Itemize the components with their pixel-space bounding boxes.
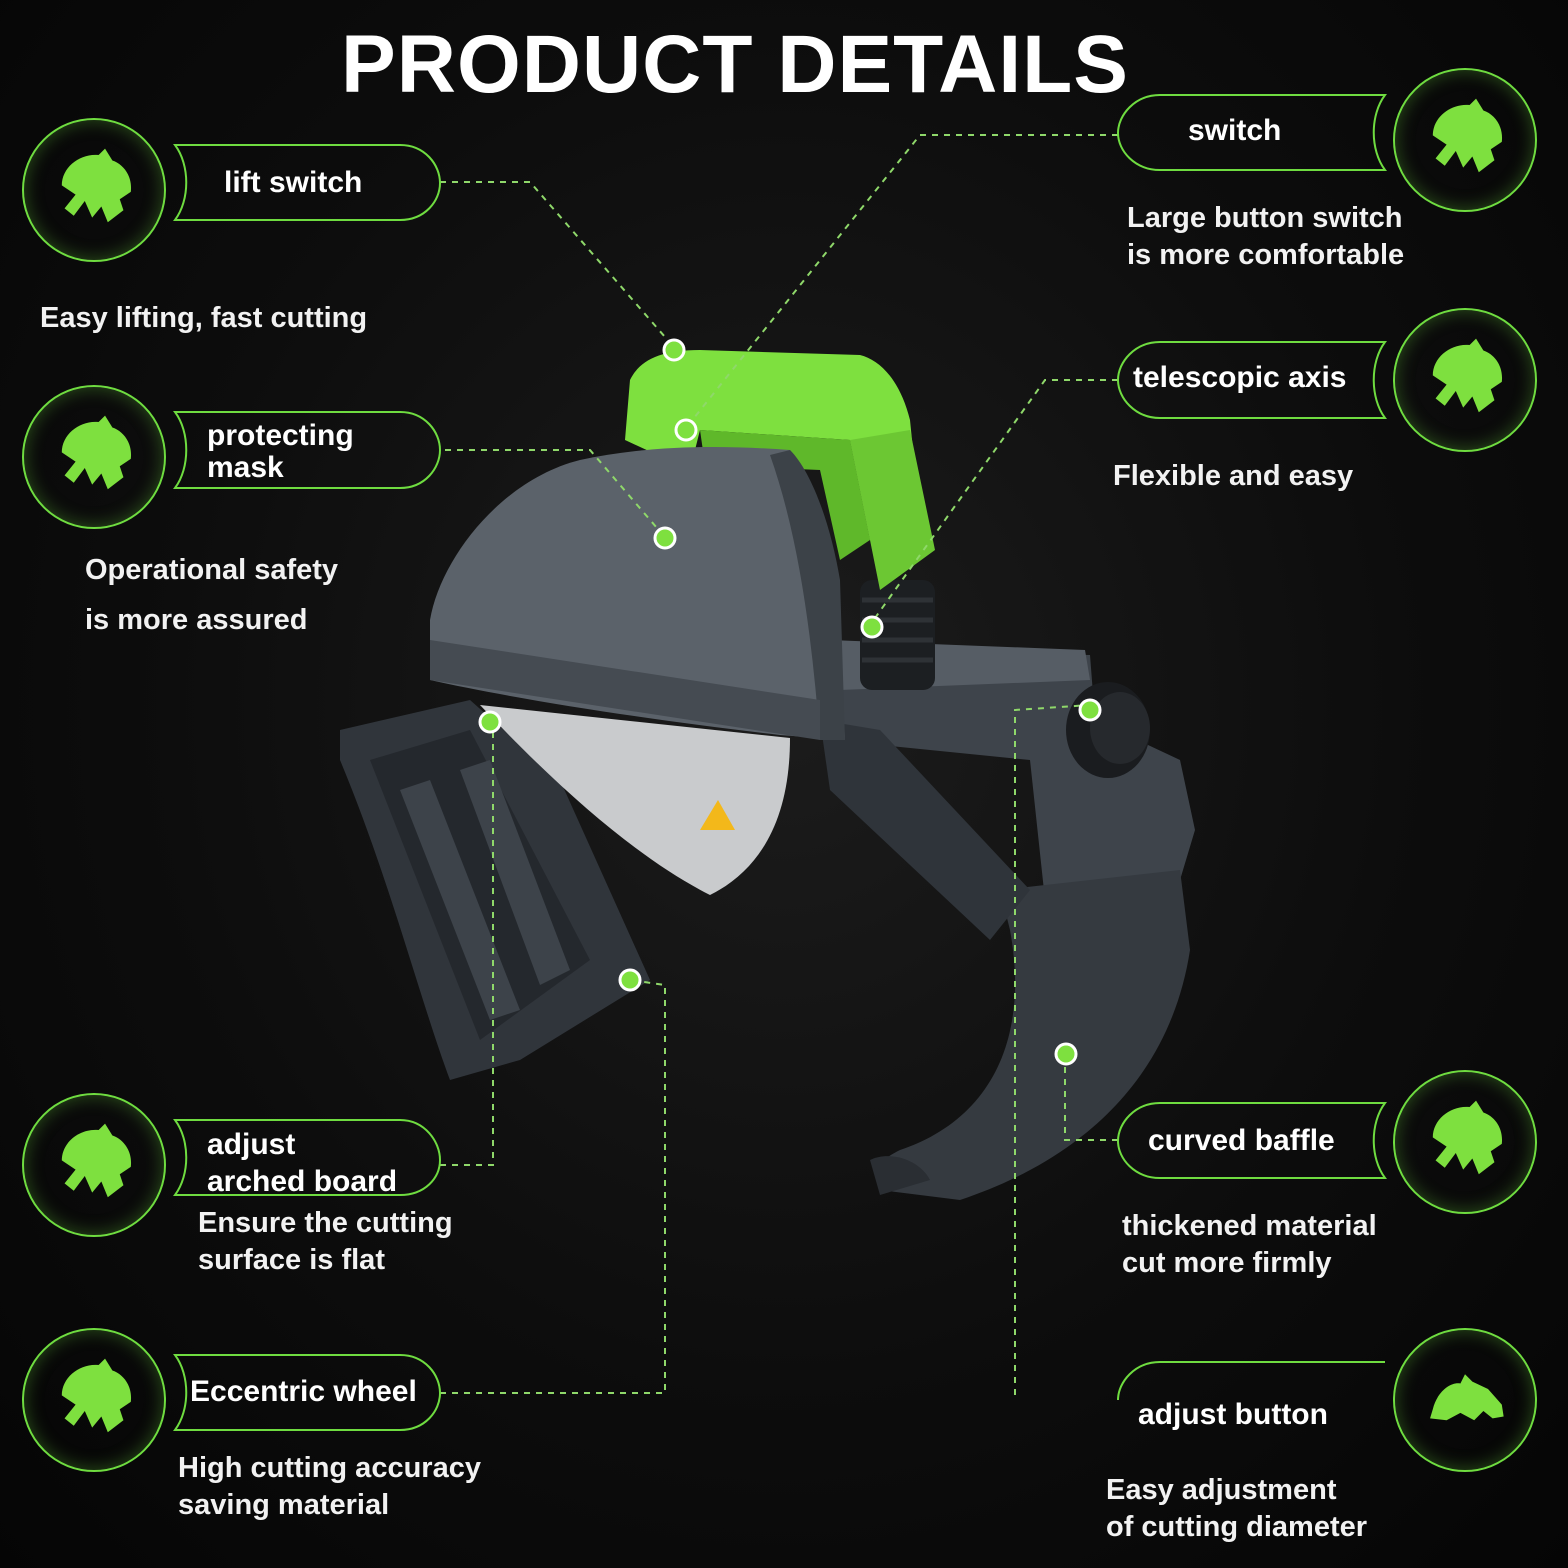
telescopic-axis-label: telescopic axis: [1133, 361, 1347, 394]
adjust-arched-board-desc: Ensure the cutting surface is flat: [198, 1207, 453, 1276]
switch-label: switch: [1188, 114, 1282, 147]
claw-grabber-icon: [1393, 68, 1537, 212]
label-frames: [173, 94, 1387, 1431]
protecting-mask-desc: Operational safety is more assured: [85, 554, 339, 636]
claw-grabber-icon: [22, 118, 166, 262]
callout-dots: [478, 338, 1102, 1066]
adjust-arched-board-label: adjust arched board: [207, 1128, 398, 1198]
claw-grabber-icon: [22, 1093, 166, 1237]
switch-desc: Large button switch is more comfortable: [1127, 202, 1405, 271]
pipe-cutter-machine: [340, 350, 1195, 1200]
eccentric-wheel-desc: High cutting accuracy saving material: [178, 1452, 481, 1521]
lift-switch-label: lift switch: [224, 166, 363, 199]
page-title: PRODUCT DETAILS: [341, 19, 1129, 110]
adjust-button-label: adjust button: [1138, 1398, 1328, 1431]
claw-grabber-icon: [1393, 1328, 1537, 1472]
protecting-mask-label: protecting mask: [207, 419, 354, 484]
telescopic-axis-desc: Flexible and easy: [1113, 460, 1354, 492]
lift-switch-desc: Easy lifting, fast cutting: [40, 302, 368, 334]
leader-lines: [440, 134, 1118, 1395]
curved-baffle-desc: thickened material cut more firmly: [1122, 1210, 1377, 1279]
claw-grabber-icon: [1393, 308, 1537, 452]
curved-baffle-label: curved baffle: [1148, 1124, 1335, 1157]
eccentric-wheel-label: Eccentric wheel: [190, 1375, 417, 1408]
claw-grabber-icon: [22, 385, 166, 529]
claw-grabber-icon: [1393, 1070, 1537, 1214]
claw-grabber-icon: [22, 1328, 166, 1472]
adjust-button-desc: Easy adjustment of cutting diameter: [1106, 1474, 1368, 1543]
